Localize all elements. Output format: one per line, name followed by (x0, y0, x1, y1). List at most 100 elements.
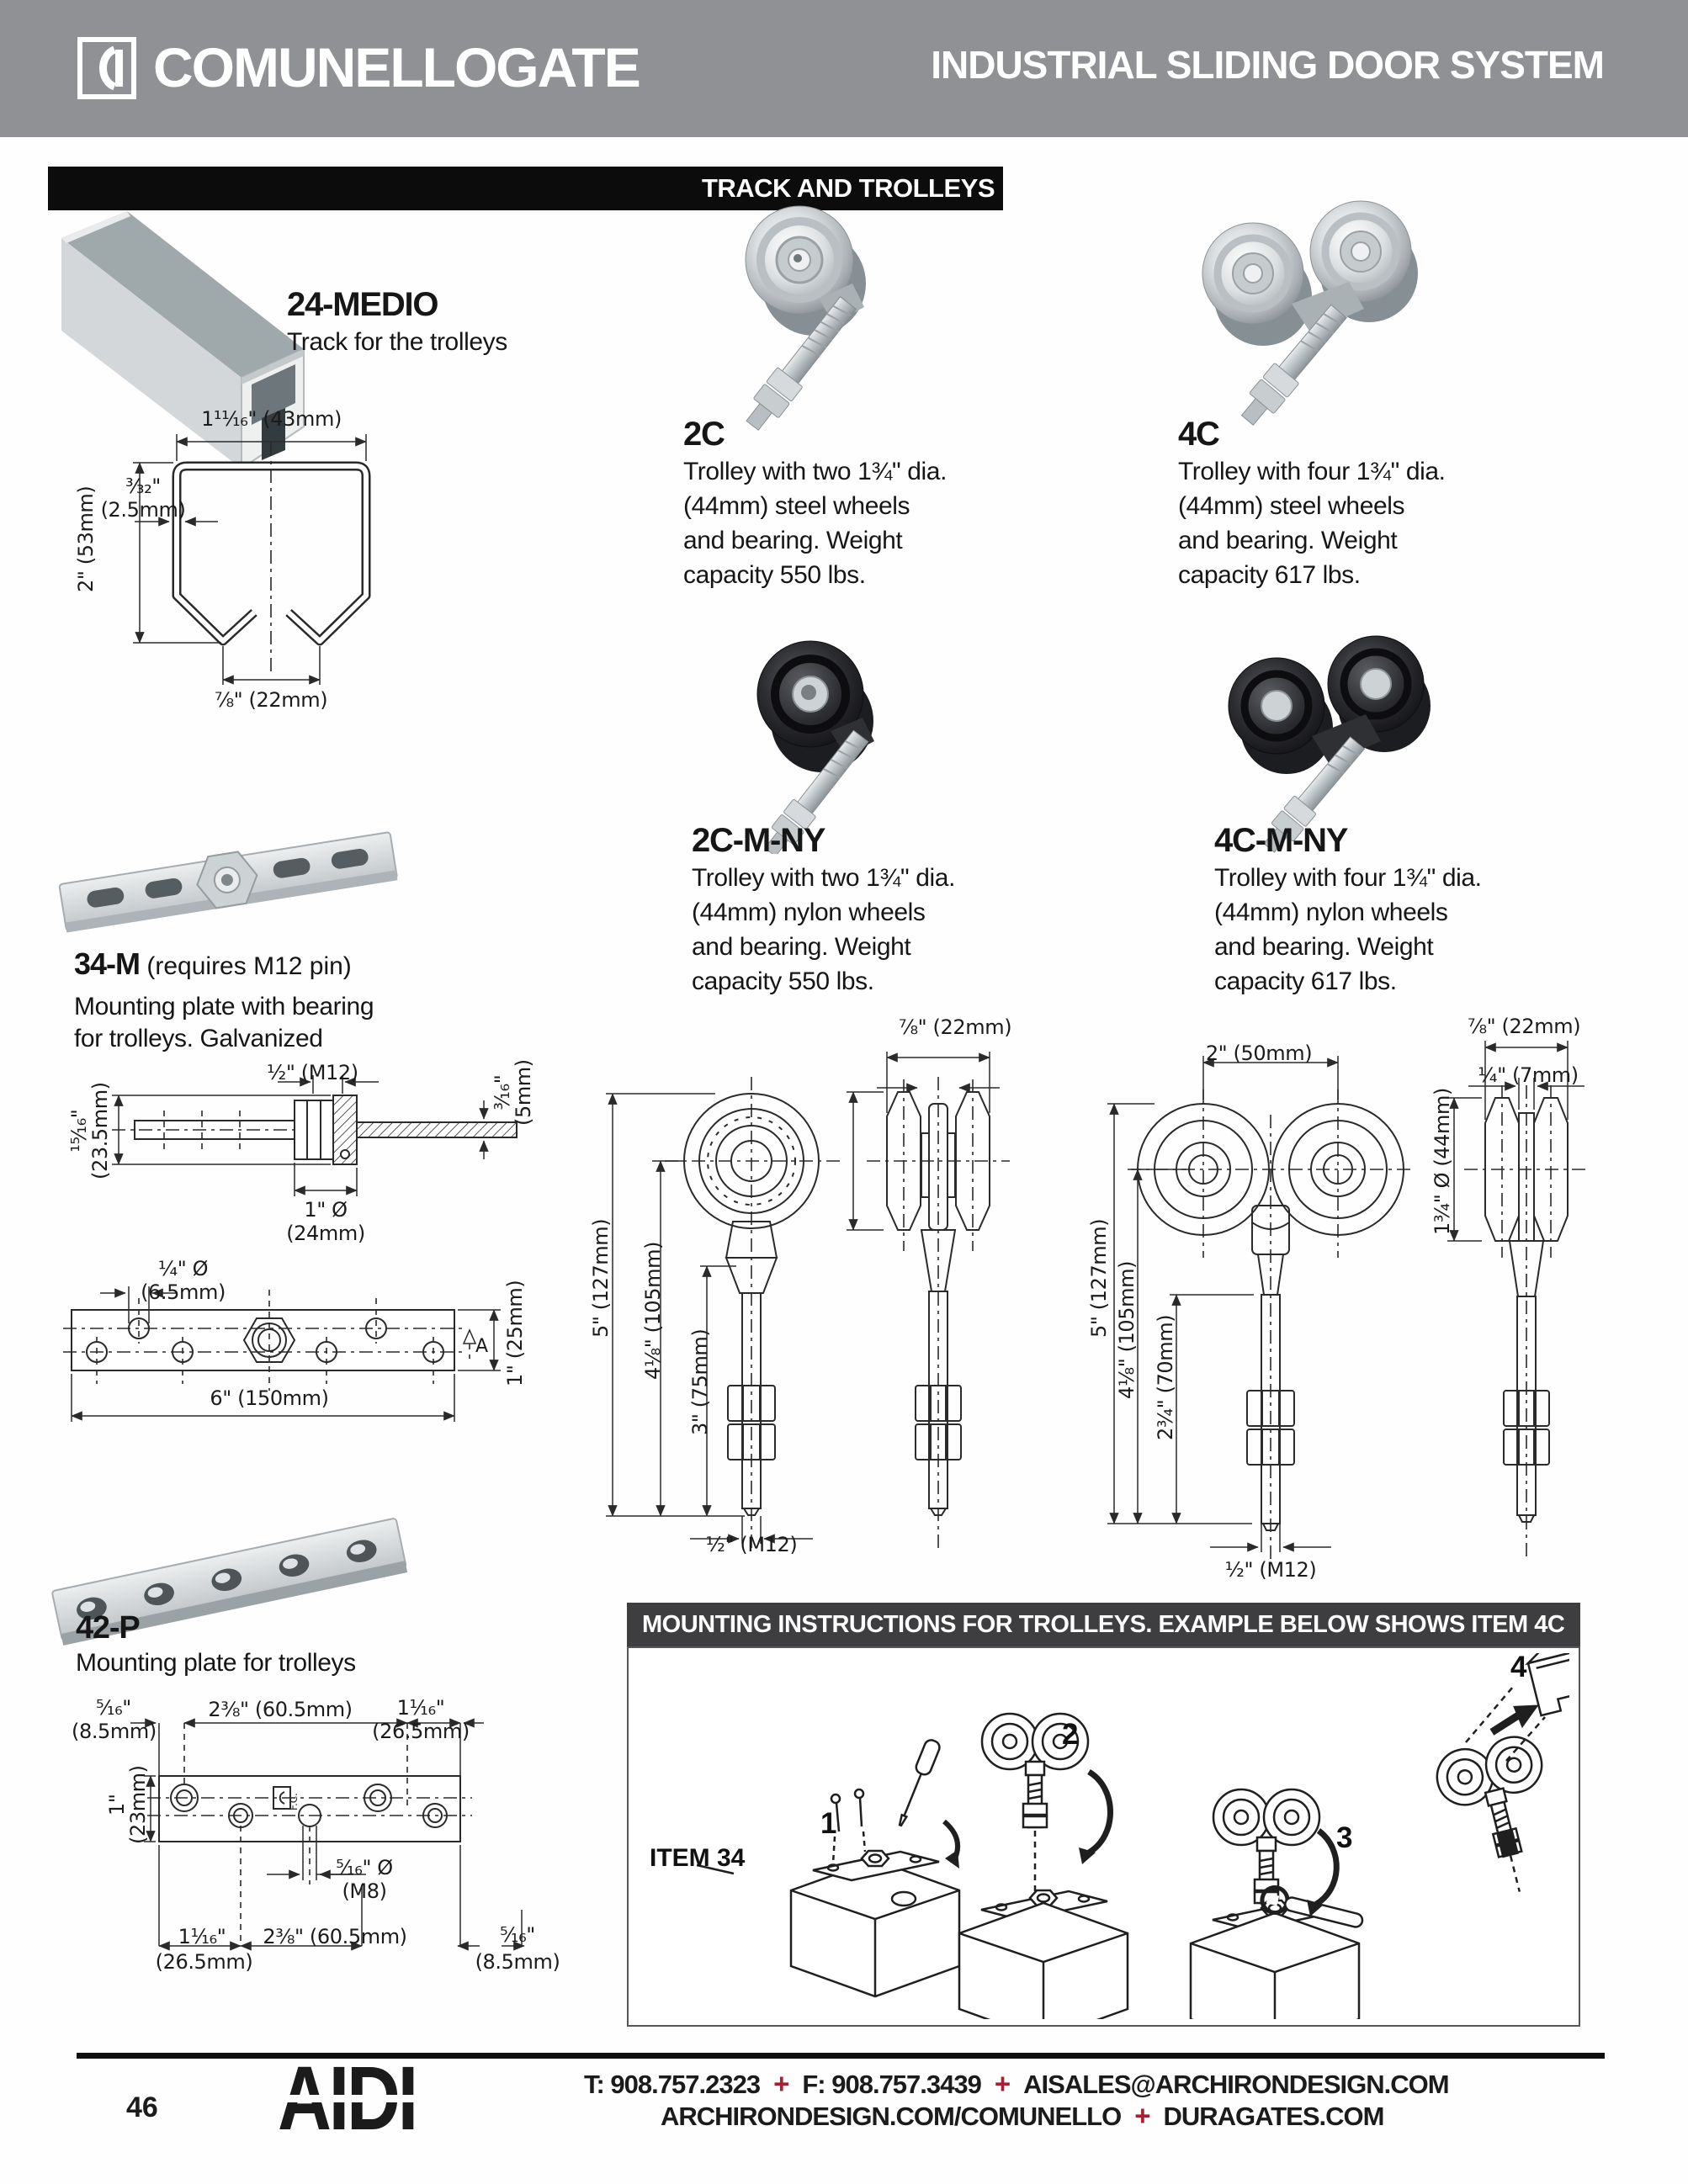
dim-c2-4-1-8: 4⅛" (105mm) (641, 1241, 665, 1380)
dim-line: ¹⁵⁄₁₆" (67, 1109, 91, 1153)
dim-p42-width: 1" (23mm) (105, 1765, 150, 1844)
product-desc: Mounting plate for trolleys (76, 1649, 356, 1677)
dim-line: 1" Ø (304, 1198, 348, 1222)
dim-line: ¼" Ø (157, 1257, 209, 1280)
c2-technical-drawing (606, 1052, 1010, 1548)
dim-c2-3in: 3" (75mm) (688, 1328, 712, 1435)
comunello-logo-icon (77, 37, 136, 99)
product-photo-42-p (51, 1518, 408, 1646)
dim-p42-tm: 2⅜" (60.5mm) (208, 1698, 353, 1721)
step-number-3: 3 (1336, 1821, 1353, 1854)
desc-line: (44mm) nylon wheels (1214, 899, 1448, 926)
desc-line: and bearing. Weight (1214, 933, 1434, 961)
track-section-drawing (133, 434, 371, 685)
dim-track-thickness: ³⁄₃₂" (2.5mm) (88, 474, 198, 522)
desc-line: capacity 617 lbs. (1178, 561, 1361, 589)
desc-line: Trolley with two 1¾" dia. (683, 458, 947, 485)
dim-m34-thickness: ³⁄₁₆" (5mm) (491, 1059, 535, 1126)
footer-phone: T: 908.757.2323 (584, 2070, 761, 2099)
footer-site-comunello[interactable]: ARCHIRONDESIGN.COM/COMUNELLO (661, 2102, 1122, 2131)
dim-p42-tl1: ⁵⁄₁₆" (96, 1696, 131, 1720)
dim-m34-dia: 1" Ø (24mm) (275, 1198, 376, 1245)
dim-c4-span: 2" (50mm) (1205, 1042, 1313, 1065)
desc-line: capacity 550 lbs. (692, 967, 874, 995)
logo-stencil-slit (274, 2095, 476, 2102)
cross-separator-icon: + (1134, 2100, 1150, 2131)
footer-email[interactable]: AISALES@ARCHIRONDESIGN.COM (1023, 2070, 1449, 2099)
dim-track-height: 2" (53mm) (74, 485, 98, 592)
dim-line: (23.5mm) (88, 1082, 112, 1179)
dim-p42-bl1: 1¹⁄₁₆" (178, 1925, 226, 1948)
footer-rule (77, 2053, 1605, 2059)
step-number-1: 1 (820, 1807, 837, 1840)
product-photo-4c-m-ny (1228, 635, 1431, 853)
dim-m34-height: ¹⁵⁄₁₆" (23.5mm) (67, 1082, 112, 1179)
product-code: 2C-M-NY (692, 822, 825, 859)
dim-c2-top: ⅞" (22mm) (898, 1015, 1012, 1039)
dim-c4-top: ⅞" (22mm) (1467, 1015, 1581, 1038)
footer-fax: F: 908.757.3439 (802, 2070, 982, 2099)
desc-line: capacity 550 lbs. (683, 561, 866, 589)
dim-line: (24mm) (286, 1222, 365, 1245)
p42-drawing: F.C. (130, 1718, 525, 1951)
dim-p42-tr1: 1¹⁄₁₆" (396, 1696, 445, 1720)
dim-c4-dia: 1¾" Ø (44mm) (1431, 1088, 1454, 1235)
dim-m34-width: 1" (25mm) (503, 1280, 527, 1386)
product-photo-34-m (58, 831, 398, 933)
desc-line: (44mm) steel wheels (1178, 492, 1405, 520)
cross-separator-icon: + (773, 2068, 789, 2099)
dim-line: (23mm) (126, 1765, 150, 1844)
dim-m34-pin: ½" (M12) (267, 1061, 358, 1084)
dim-c2-pin: ½" (M12) (705, 1533, 798, 1556)
mounting-instructions-illustration (696, 1653, 1569, 2019)
instructions-title-bar: MOUNTING INSTRUCTIONS FOR TROLLEYS. EXAM… (627, 1603, 1580, 1646)
footer-contact-line-1: T: 908.757.2323 + F: 908.757.3439 + AISA… (584, 2068, 1450, 2100)
item-34-label: ITEM 34 (650, 1844, 746, 1872)
brand-name: COMUNELLOGATE (153, 36, 641, 98)
product-code: 34-M (74, 946, 141, 981)
footer-contact-line-2: ARCHIRONDESIGN.COM/COMUNELLO + DURAGATES… (661, 2100, 1385, 2132)
desc-line: (44mm) nylon wheels (692, 899, 926, 926)
desc-line: and bearing. Weight (1178, 527, 1398, 554)
footer-site-duragates[interactable]: DURAGATES.COM (1163, 2102, 1385, 2131)
dim-line: (2.5mm) (100, 498, 186, 522)
plate-mark: F.C. (288, 1793, 300, 1810)
product-2c: 2C Trolley with two 1¾" dia. (44mm) stee… (683, 414, 947, 592)
dim-m34-length: 6" (150mm) (210, 1386, 329, 1410)
dim-p42-tl2: (8.5mm) (72, 1720, 157, 1743)
product-34-m: 34-M (requires M12 pin) Mounting plate w… (74, 944, 374, 1055)
desc-line: Trolley with four 1¾" dia. (1214, 864, 1482, 892)
desc-line: and bearing. Weight (692, 933, 911, 961)
dim-c4-gap: ¼" (7mm) (1478, 1063, 1579, 1087)
dim-track-slot: ⅞" (22mm) (214, 688, 328, 712)
dim-line: (5mm) (512, 1059, 535, 1126)
product-code: 4C (1178, 416, 1220, 453)
desc-line: capacity 617 lbs. (1214, 967, 1397, 995)
product-24-medio: 24-MEDIO Track for the trolleys (287, 284, 507, 359)
section-title-bar: TRACK AND TROLLEYS (48, 167, 1003, 210)
dim-p42-br2: (8.5mm) (475, 1950, 560, 1974)
page-number: 46 (126, 2091, 158, 2123)
dim-p42-br1: ⁵⁄₁₆" (500, 1923, 535, 1947)
dim-c4-2-3-4: 2¾" (70mm) (1154, 1314, 1177, 1440)
product-code: 42-P (76, 1610, 141, 1646)
dim-track-width: 1¹¹⁄₁₆" (43mm) (201, 407, 342, 431)
dim-p42-hole2: (M8) (342, 1879, 387, 1903)
product-code-suffix: (requires M12 pin) (140, 952, 352, 980)
dim-c4-pin: ½" (M12) (1224, 1558, 1317, 1582)
product-desc: Track for the trolleys (287, 328, 507, 356)
product-photo-2c (745, 205, 866, 432)
dim-line: 1" (105, 1794, 129, 1816)
dim-line: ³⁄₁₆" (491, 1074, 514, 1111)
product-4c: 4C Trolley with four 1¾" dia. (44mm) ste… (1178, 414, 1446, 592)
section-title: TRACK AND TROLLEYS (701, 173, 995, 203)
desc-line: Trolley with two 1¾" dia. (692, 864, 955, 892)
dim-p42-tr2: (26.5mm) (372, 1720, 470, 1743)
product-42-p: 42-P Mounting plate for trolleys (76, 1609, 356, 1679)
dim-p42-bl2: (26.5mm) (155, 1950, 253, 1974)
c4-technical-drawing (1107, 1041, 1590, 1561)
desc-line: Mounting plate with bearing (74, 993, 374, 1020)
instructions-title: MOUNTING INSTRUCTIONS FOR TROLLEYS. EXAM… (642, 1610, 1565, 1638)
dim-m34-hole: ¼" Ø (6.5mm) (114, 1257, 252, 1304)
product-code: 4C-M-NY (1214, 822, 1348, 859)
